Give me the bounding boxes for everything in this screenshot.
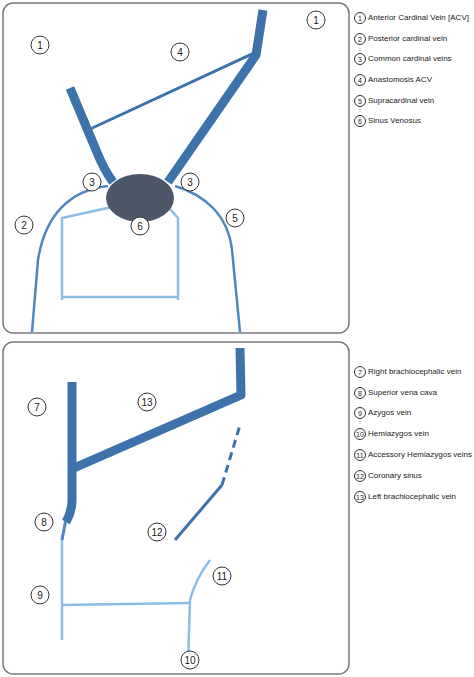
key-number: 3 (354, 53, 366, 65)
coronary-sinus (175, 485, 222, 540)
key-number: 12 (354, 470, 366, 482)
callout-number: 8 (35, 513, 54, 532)
hemiazygos-vein (188, 560, 210, 665)
callout-number: 4 (171, 43, 190, 62)
key-number: 6 (354, 115, 366, 127)
key-number: 10 (354, 428, 366, 440)
callout-number: 5 (226, 209, 245, 228)
callout-number: 3 (181, 173, 200, 192)
key-label: Posterior cardinal vein (368, 35, 447, 44)
key-label: Accessory Hemiazygos veins (368, 451, 472, 460)
callout-number: 1 (307, 11, 326, 30)
callout-number: 7 (28, 398, 47, 417)
right-brachiocephalic-vein (66, 382, 72, 522)
azygos-anastomosis (62, 603, 190, 605)
callout-number: 11 (213, 567, 232, 586)
anterior-cardinal-vein (168, 10, 263, 182)
key-label: Hemiazygos vein (368, 430, 429, 439)
sinus-venosus (106, 174, 174, 222)
key-number: 4 (354, 74, 366, 86)
key-number: 13 (354, 491, 366, 503)
coronary-sinus-dashed (222, 425, 240, 485)
callout-number: 6 (131, 217, 150, 236)
posterior-cardinal-vein (175, 186, 240, 332)
key-label: Supracardinal vein (368, 97, 434, 106)
callout-number: 13 (138, 393, 157, 412)
callout-number: 3 (83, 173, 102, 192)
supracardinal-anastomosis (62, 296, 178, 299)
anterior-cardinal-vein (70, 88, 113, 182)
key-label: Left brachiocephalic vein (368, 493, 456, 502)
key-number: 9 (354, 407, 366, 419)
key-label: Anastomosis ACV (368, 76, 432, 85)
key-number: 8 (354, 387, 366, 399)
key-number: 1 (354, 12, 366, 24)
key-label: Superior vena cava (368, 389, 437, 398)
key-label: Sinus Venosus (368, 117, 421, 126)
callout-number: 2 (15, 216, 34, 235)
key-number: 11 (354, 449, 366, 461)
posterior-cardinal-vein (32, 186, 108, 332)
callout-number: 1 (31, 36, 50, 55)
azygos-vein (61, 535, 64, 640)
key-label: Common cardinal veins (368, 55, 452, 64)
callout-number: 10 (181, 651, 200, 670)
supracardinal-vein (62, 207, 112, 300)
supracardinal-vein (168, 207, 178, 300)
panel-frame (3, 342, 349, 674)
callout-number: 12 (148, 523, 167, 542)
key-label: Coronary sinus (368, 472, 422, 481)
key-number: 7 (354, 366, 366, 378)
key-label: Right brachiocephalic vein (368, 368, 461, 377)
left-brachiocephalic-vein (74, 348, 241, 468)
key-number: 2 (354, 33, 366, 45)
key-label: Azygos vein (368, 409, 411, 418)
key-number: 5 (354, 95, 366, 107)
key-label: Anterior Cardinal Vein [ACV] (368, 14, 469, 23)
callout-number: 9 (31, 586, 50, 605)
panel-frame (3, 3, 349, 333)
